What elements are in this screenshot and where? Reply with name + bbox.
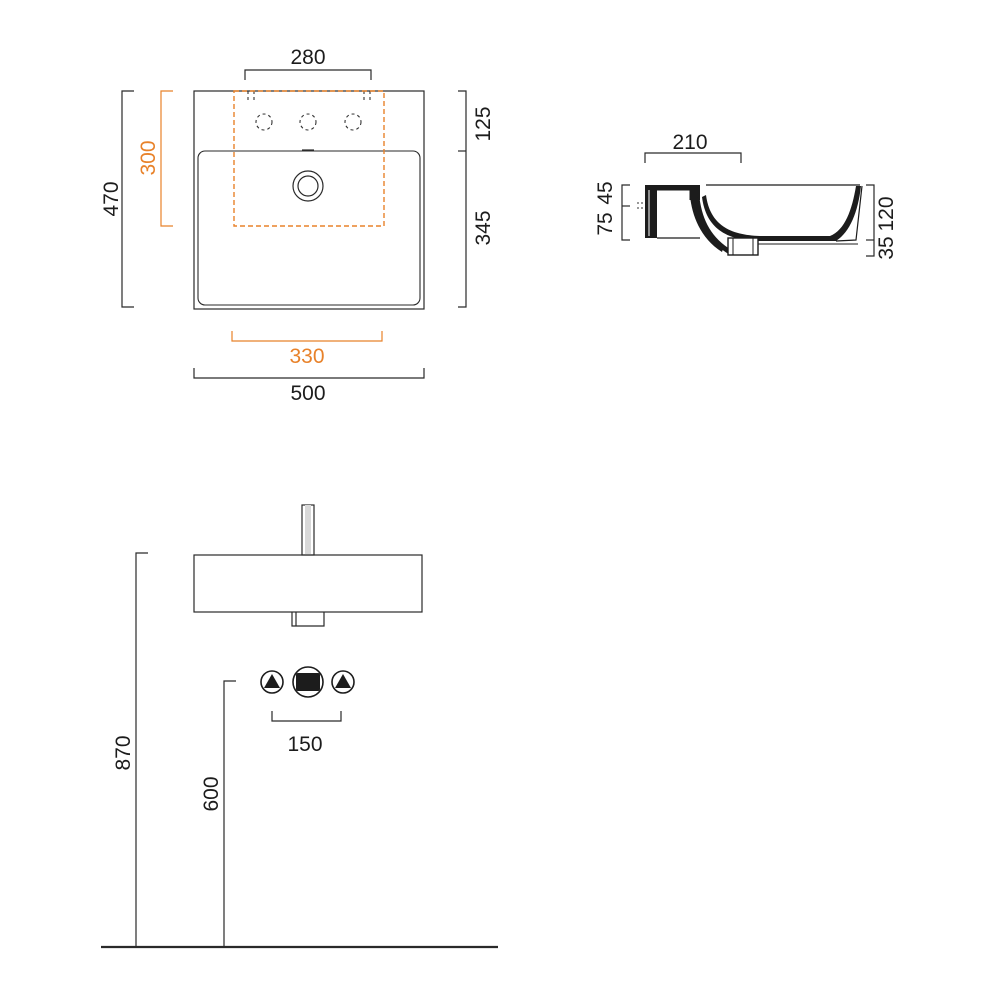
- drain-inner: [297, 175, 319, 197]
- basin-outline: [193, 90, 425, 310]
- dim-line-210: [644, 152, 742, 163]
- dim-150-label: 150: [287, 733, 322, 756]
- dim-500-label: 500: [290, 382, 325, 405]
- dim-210-label: 210: [672, 131, 707, 154]
- front-view: 150 870 600: [101, 504, 498, 949]
- tap-hole-center: [299, 113, 317, 131]
- dim-345-label: 345: [472, 210, 495, 245]
- dim-line-470: [121, 90, 134, 308]
- dim-line-500: [193, 368, 425, 379]
- dim-45-label: 45: [594, 181, 617, 204]
- waste-outlet: [291, 612, 325, 627]
- dim-600-label: 600: [200, 776, 223, 811]
- dim-75-label: 75: [594, 212, 617, 235]
- tap-hole-right: [344, 113, 362, 131]
- tap-hole-left: [255, 113, 273, 131]
- side-section-view: 210: [594, 131, 898, 260]
- dim-125-label: 125: [472, 106, 495, 141]
- dim-line-280: [244, 69, 372, 80]
- dim-line-right: [458, 90, 467, 308]
- dim-35-label: 35: [875, 236, 898, 259]
- dim-line-300: [160, 90, 173, 227]
- dim-280-label: 280: [290, 46, 325, 69]
- dim-120-label: 120: [875, 196, 898, 231]
- top-view: 280 470 300 125 345 330 500: [100, 46, 495, 405]
- basin-bowl: [197, 150, 421, 306]
- water-connections: [260, 666, 355, 698]
- basin-front: [193, 554, 423, 613]
- dim-330-label: 330: [289, 345, 324, 368]
- dim-870-label: 870: [112, 735, 135, 770]
- dim-300-label: 300: [137, 140, 160, 175]
- dim-470-label: 470: [100, 181, 123, 216]
- drain-icon: [292, 170, 324, 202]
- dim-line-330: [231, 331, 383, 342]
- dim-line-left-side: [621, 184, 630, 241]
- dim-line-150: [271, 711, 342, 722]
- bracket-area: [233, 90, 385, 227]
- dim-line-right-side: [866, 184, 875, 257]
- dim-line-600: [223, 680, 236, 946]
- dim-line-870: [135, 552, 148, 946]
- basin-section: [637, 184, 863, 256]
